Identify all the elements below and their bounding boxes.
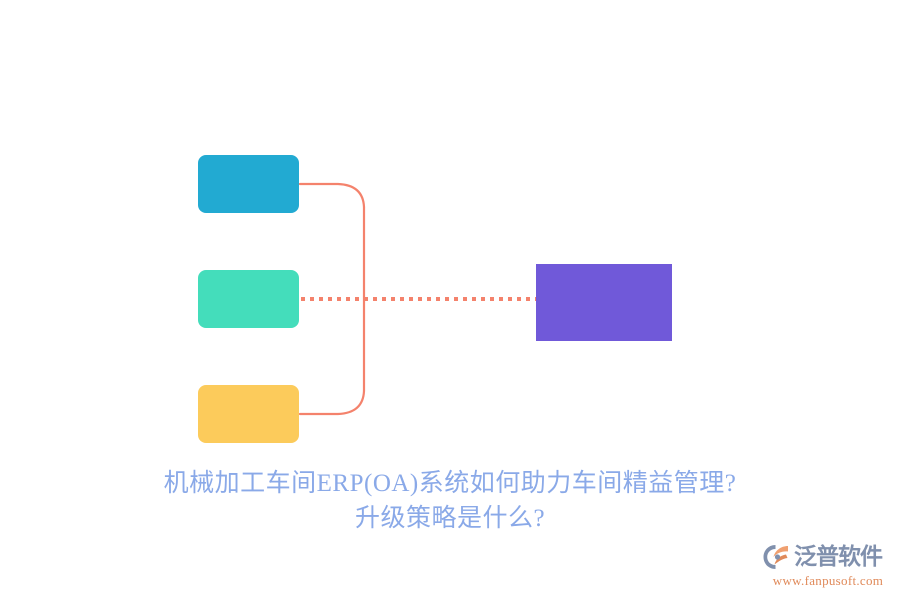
node-purple[interactable] — [536, 264, 672, 341]
node-blue[interactable] — [198, 155, 299, 213]
caption: 机械加工车间ERP(OA)系统如何助力车间精益管理? 升级策略是什么? — [0, 466, 900, 536]
watermark-url: www.fanpusoft.com — [772, 573, 884, 588]
watermark-brand-row: 泛普软件 — [762, 541, 894, 573]
watermark: 泛普软件 www.fanpusoft.com — [762, 541, 894, 593]
node-yellow[interactable] — [198, 385, 299, 443]
fanpu-logo-icon — [763, 545, 788, 569]
node-teal[interactable] — [198, 270, 299, 328]
connector-brace-bottom — [298, 389, 366, 416]
caption-line-1: 机械加工车间ERP(OA)系统如何助力车间精益管理? — [163, 470, 737, 497]
caption-line-2: 升级策略是什么? — [354, 505, 546, 532]
watermark-brand-text: 泛普软件 — [794, 544, 883, 570]
connector-brace-top — [298, 182, 366, 209]
